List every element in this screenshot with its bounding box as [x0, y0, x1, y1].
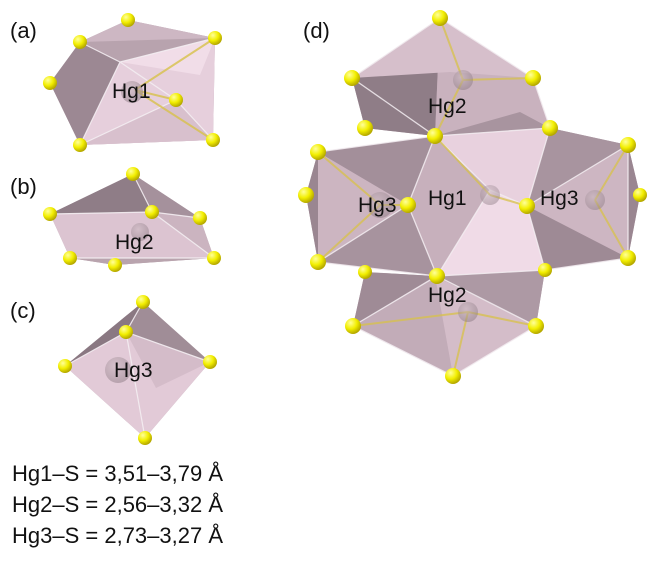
atom-label-hg2-d-bottom: Hg2 [428, 284, 467, 307]
polyhedron-a-hg1 [50, 20, 216, 146]
sulfur-atom [427, 128, 443, 144]
atom-label-hg3-c: Hg3 [114, 359, 153, 382]
sulfur-atom [358, 265, 372, 279]
sulfur-atom [519, 198, 535, 214]
sulfur-atom [528, 318, 544, 334]
sulfur-atom [169, 93, 183, 107]
atom-label-hg1-a: Hg1 [112, 80, 151, 103]
sulfur-atom [136, 295, 150, 309]
sulfur-atom [357, 120, 373, 136]
sulfur-atom [138, 431, 152, 445]
sulfur-atom [429, 268, 445, 284]
sulfur-atom [43, 76, 57, 90]
atom-label-hg3-d-left: Hg3 [358, 194, 397, 217]
polyhedron-cluster-d [306, 17, 640, 377]
sulfur-atom [310, 144, 326, 160]
sulfur-atom [193, 211, 207, 225]
sulfur-atom [310, 254, 326, 270]
panel-label-b: (b) [10, 174, 37, 199]
polyhedron-b-hg2 [49, 173, 215, 265]
atom-label-hg2-d-top: Hg2 [428, 95, 467, 118]
sulfur-atom [432, 10, 448, 26]
sulfur-atom [298, 187, 314, 203]
panel-label-c: (c) [10, 298, 36, 323]
polyhedron-d-center-hg1 [408, 128, 550, 276]
sulfur-atom [208, 31, 222, 45]
sulfur-atom [203, 355, 217, 369]
bond-range-hg1: Hg1–S = 3,51–3,79 Å [12, 461, 223, 486]
sulfur-atoms-b [43, 167, 221, 272]
sulfur-atom [633, 188, 647, 202]
sulfur-atom [542, 120, 558, 136]
polyhedron-d-right-hg3 [527, 128, 640, 270]
sulfur-atom [525, 70, 541, 86]
sulfur-atom [126, 167, 140, 181]
panel-label-d: (d) [303, 18, 330, 43]
sulfur-atom [538, 263, 552, 277]
sulfur-atom [620, 250, 636, 266]
sulfur-atom [58, 359, 72, 373]
sulfur-atom [73, 138, 87, 152]
atom-label-hg3-d-right: Hg3 [540, 187, 579, 210]
atom-label-hg1-d-center: Hg1 [428, 187, 467, 210]
sulfur-atoms-c [58, 295, 217, 445]
sulfur-atoms-d [298, 10, 647, 384]
sulfur-atom [73, 35, 87, 49]
sulfur-atom [145, 205, 159, 219]
sulfur-atom [445, 368, 461, 384]
sulfur-atom [207, 251, 221, 265]
sulfur-atom [620, 137, 636, 153]
sulfur-atom [108, 258, 122, 272]
sulfur-atom [345, 318, 361, 334]
sulfur-atom [206, 133, 220, 147]
atom-label-hg2-b: Hg2 [115, 231, 154, 254]
sulfur-atoms-a [43, 13, 222, 152]
sulfur-atom [400, 197, 416, 213]
sulfur-atom [43, 207, 57, 221]
sulfur-atom [121, 13, 135, 27]
sulfur-atom [119, 325, 133, 339]
bond-range-hg3: Hg3–S = 2,73–3,27 Å [12, 523, 223, 548]
sulfur-atom [344, 70, 360, 86]
polyhedron-c-hg3 [64, 301, 211, 439]
bond-length-legend: Hg1–S = 3,51–3,79 Å Hg2–S = 2,56–3,32 Å … [12, 458, 223, 551]
bond-range-hg2: Hg2–S = 2,56–3,32 Å [12, 492, 223, 517]
panel-label-a: (a) [10, 18, 37, 43]
polyhedron-d-top-hg2 [352, 18, 550, 136]
sulfur-atom [63, 251, 77, 265]
